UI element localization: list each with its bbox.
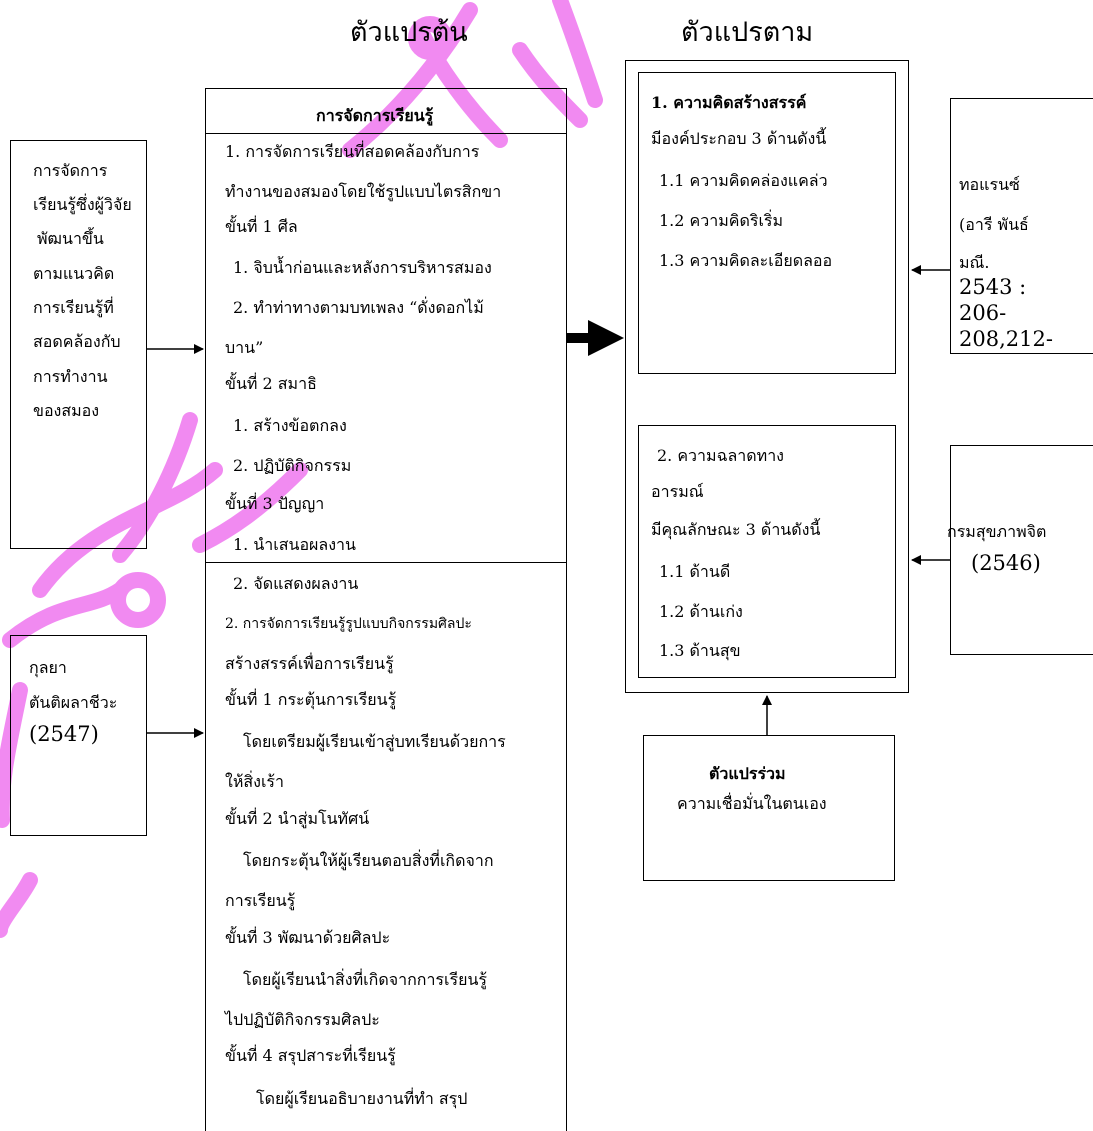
learning-line: ขั้นที่ 3 ปัญญา [225, 494, 325, 513]
independent-variables-header: ตัวแปรต้น [350, 17, 468, 48]
source-line: การทำงาน [33, 367, 108, 386]
learning-line: ทำงานของสมองโดยใช้รูปแบบไตรสิกขา [225, 182, 502, 201]
creativity-line: มีองค์ประกอบ 3 ด้านดังนี้ [651, 129, 827, 148]
learning-line: บาน” [225, 338, 264, 357]
learning-line: 2. ปฏิบัติกิจกรรม [233, 456, 352, 475]
dependent-variables-header: ตัวแปรตาม [681, 17, 814, 48]
source-line: การเรียนรู้ที่ [33, 298, 114, 317]
learning-line: ขั้นที่ 4 สรุปสาระที่เรียนรู้ [225, 1046, 396, 1065]
dependent-variables-box [625, 60, 909, 693]
source-line: 2543 : [959, 275, 1027, 299]
learning-line: 2. จัดแสดงผลงาน [233, 574, 359, 593]
source-line: ทอแรนซ์ [959, 175, 1020, 194]
covariate-title: ตัวแปรร่วม [709, 764, 786, 783]
source-line: พัฒนาขึ้น [37, 229, 104, 248]
section-divider [205, 562, 567, 563]
learning-line: 2. ทำท่าทางตามบทเพลง “ดั่งดอกไม้ [233, 298, 484, 317]
covariate-subtitle: ความเชื่อมั่นในตนเอง [677, 794, 827, 813]
emotional-intelligence-box: 2. ความฉลาดทาง อารมณ์ มีคุณลักษณะ 3 ด้าน… [638, 425, 896, 678]
eq-line: 1.2 ด้านเก่ง [659, 602, 743, 621]
source-year: (2546) [971, 551, 1041, 575]
creativity-box: 1. ความคิดสร้างสรรค์ มีองค์ประกอบ 3 ด้าน… [638, 72, 896, 374]
learning-line: ไปปฏิบัติกิจกรรมศิลปะ [225, 1010, 380, 1029]
creativity-title: 1. ความคิดสร้างสรรค์ [651, 93, 807, 112]
learning-line: ให้สิ่งเร้า [225, 772, 284, 791]
source-line: ของสมอง [33, 401, 100, 420]
source-line: 206- [959, 301, 1007, 325]
creativity-line: 1.3 ความคิดละเอียดลออ [659, 251, 833, 270]
learning-line: 1. นำเสนอผลงาน [233, 535, 356, 554]
source-line: กุลยา [29, 658, 67, 677]
source-year: (2547) [29, 722, 99, 746]
source-line: กรมสุขภาพจิต [947, 522, 1047, 541]
learning-line: สร้างสรรค์เพื่อการเรียนรู้ [225, 654, 394, 673]
learning-line: ขั้นที่ 2 สมาธิ [225, 374, 317, 393]
learning-line: 1. จิบน้ำก่อนและหลังการบริหารสมอง [233, 258, 492, 277]
learning-line: ขั้นที่ 2 นำสู่มโนทัศน์ [225, 809, 370, 828]
learning-line: โดยเตรียมผู้เรียนเข้าสู่บทเรียนด้วยการ [243, 732, 506, 751]
creativity-line: 1.1 ความคิดคล่องแคล่ว [659, 171, 828, 190]
source-line: เรียนรู้ซึ่งผู้วิจัย [33, 195, 132, 214]
source-box-mental-health: กรมสุขภาพจิต (2546) [947, 445, 1093, 655]
source-box-torrance: ทอแรนซ์ (อารี พันธ์ มณี. 2543 : 206- 208… [950, 98, 1093, 354]
creativity-line: 1.2 ความคิดริเริ่ม [659, 211, 784, 230]
learning-line: การเรียนรู้ [225, 891, 296, 910]
learning-line: 1. สร้างข้อตกลง [233, 416, 347, 435]
learning-box-title: การจัดการเรียนรู้ [316, 106, 434, 125]
learning-line: 2. การจัดการเรียนรู้รูปแบบกิจกรรมศิลปะ [225, 616, 472, 632]
learning-line: 1. การจัดการเรียนที่สอดคล้องกับการ [225, 142, 480, 161]
source-line: ตามแนวคิด [33, 264, 115, 283]
eq-line: 1.1 ด้านดี [659, 562, 731, 581]
learning-line: ขั้นที่ 1 กระตุ้นการเรียนรู้ [225, 690, 397, 709]
source-line: ตันติผลาชีวะ [29, 693, 118, 712]
title-divider [205, 133, 567, 134]
source-line: มณี. [959, 253, 990, 272]
learning-management-box: การจัดการเรียนรู้ [205, 88, 567, 1131]
eq-line: มีคุณลักษณะ 3 ด้านดังนี้ [651, 520, 821, 539]
eq-line: อารมณ์ [651, 482, 704, 501]
covariate-box: ตัวแปรร่วม ความเชื่อมั่นในตนเอง [643, 735, 895, 881]
eq-line: 1.3 ด้านสุข [659, 641, 741, 660]
source-line: การจัดการ [33, 161, 108, 180]
learning-line: โดยผู้เรียนอธิบายงานที่ทำ สรุป [256, 1089, 468, 1108]
source-line: 208,212- [959, 327, 1053, 351]
source-line: สอดคล้องกับ [33, 332, 121, 351]
learning-line: โดยผู้เรียนนำสิ่งที่เกิดจากการเรียนรู้ [243, 970, 487, 989]
source-line: (อารี พันธ์ [959, 215, 1029, 234]
source-box-kulaya: กุลยา ตันติผลาชีวะ (2547) [10, 635, 147, 836]
learning-line: โดยกระตุ้นให้ผู้เรียนตอบสิ่งที่เกิดจาก [243, 851, 494, 870]
learning-line: ขั้นที่ 3 พัฒนาด้วยศิลปะ [225, 928, 391, 947]
source-box-researcher: การจัดการ เรียนรู้ซึ่งผู้วิจัย พัฒนาขึ้น… [10, 140, 147, 549]
learning-line: ขั้นที่ 1 ศีล [225, 217, 298, 236]
thick-arrow-learning-to-dependent [567, 320, 624, 356]
eq-line: 2. ความฉลาดทาง [657, 446, 784, 465]
